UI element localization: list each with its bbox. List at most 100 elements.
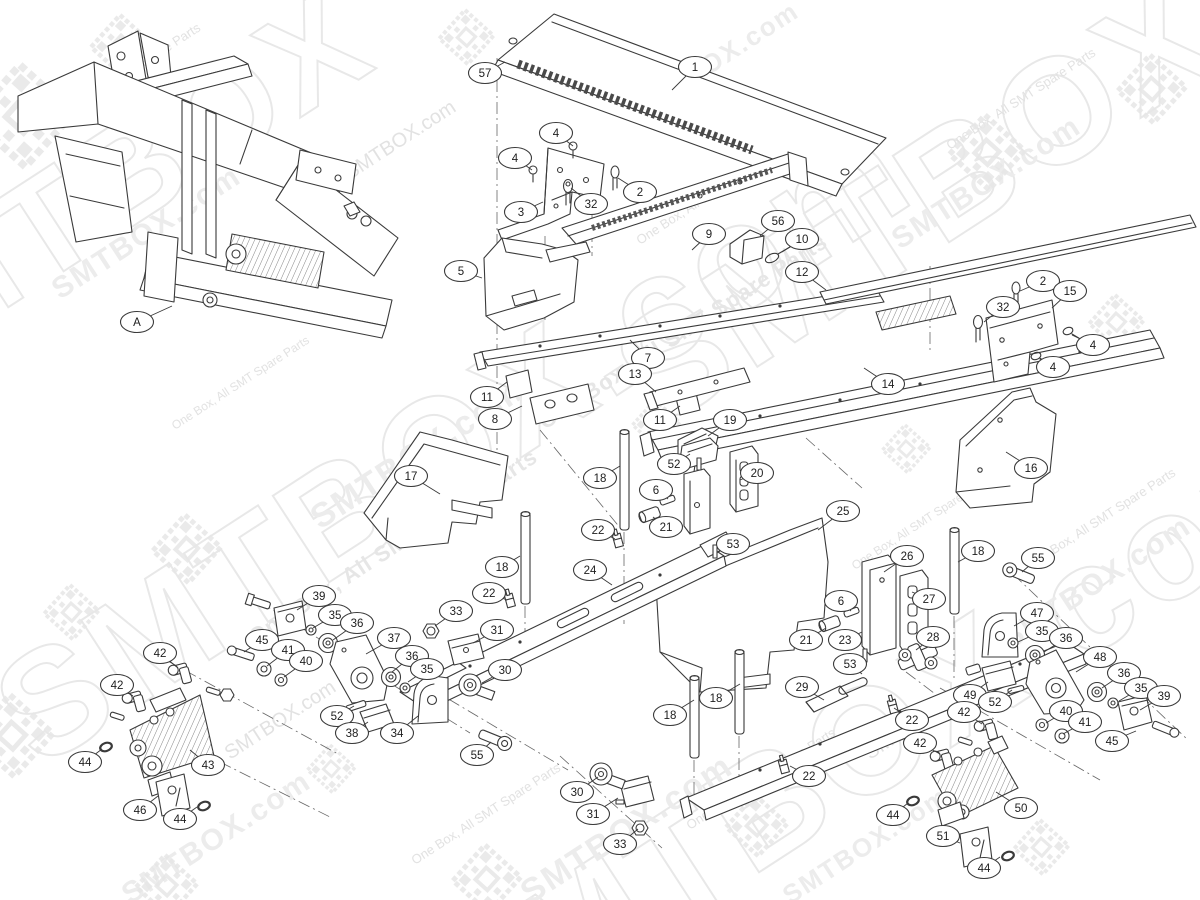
callout-balloon-40: 40: [1045, 699, 1084, 724]
callout-number: 40: [1060, 706, 1073, 718]
callout-number: 17: [405, 471, 418, 483]
part-bar-13: [643, 367, 751, 411]
callout-balloon-4: 4: [1035, 355, 1071, 379]
callout-number: 39: [1158, 691, 1171, 703]
callout-number: 11: [481, 392, 493, 404]
callout-ellipse: [788, 628, 824, 652]
callout-number: 33: [614, 839, 627, 851]
callout-balloon-50: 50: [995, 791, 1039, 820]
callout-balloon-47: 47: [1013, 601, 1055, 627]
callout-number: 21: [660, 522, 673, 534]
callout-ellipse: [162, 807, 198, 831]
callout-number: 42: [111, 680, 124, 692]
callout-balloon-37: 37: [365, 626, 412, 655]
callout-ellipse: [573, 192, 609, 216]
callout-balloon-11: 11: [642, 405, 681, 432]
callout-balloon-44: 44: [67, 748, 103, 774]
callout-number: 35: [1036, 626, 1049, 638]
callout-ellipse: [443, 259, 479, 283]
callout-number: 35: [1135, 683, 1148, 695]
part-fitting-10: [764, 252, 780, 264]
callout-ellipse: [911, 587, 947, 611]
callout-balloon-39: 39: [296, 584, 337, 611]
part-rail-7: [473, 287, 885, 371]
callout-ellipse: [244, 628, 280, 652]
callout-number: 32: [997, 302, 1010, 314]
callout-number: 44: [887, 810, 900, 822]
callout-ellipse: [484, 555, 520, 579]
callout-ellipse: [99, 673, 135, 697]
callout-balloon-46: 46: [122, 795, 159, 822]
callout-ellipse: [622, 180, 658, 204]
callout-ellipse: [698, 686, 734, 710]
callout-balloon-10: 10: [781, 227, 820, 253]
callout-ellipse: [1013, 456, 1049, 480]
callout-ellipse: [393, 464, 429, 488]
callout-balloon-29: 29: [784, 675, 825, 701]
callout-ellipse: [677, 55, 713, 79]
callout-ellipse: [784, 675, 820, 699]
callout-balloon-16: 16: [1005, 451, 1049, 480]
callout-number: 28: [927, 632, 940, 644]
callout-ellipse: [339, 611, 375, 635]
callout-number: 23: [839, 635, 852, 647]
callout-balloon-39: 39: [1139, 684, 1182, 711]
callout-number: 16: [1025, 463, 1038, 475]
callout-number: 45: [1106, 736, 1119, 748]
callout-ellipse: [642, 408, 678, 432]
callout-ellipse: [656, 452, 692, 476]
part-rail-14: [639, 329, 1165, 461]
part-fitting-28: [897, 643, 938, 671]
callout-balloon-36: 36: [332, 611, 375, 641]
callout-number: 33: [450, 606, 463, 618]
callout-number: 1: [692, 62, 698, 74]
callout-number: 8: [492, 414, 498, 426]
callout-number: 18: [972, 546, 985, 558]
callout-number: 18: [710, 693, 723, 705]
callout-number: 18: [664, 710, 677, 722]
callout-number: 44: [978, 863, 991, 875]
callout-ellipse: [580, 518, 616, 542]
callout-balloon-22: 22: [789, 764, 827, 788]
callout-balloon-43: 43: [189, 749, 226, 777]
callout-number: 39: [313, 591, 326, 603]
callout-ellipse: [823, 589, 859, 613]
callout-balloon-36: 36: [1043, 626, 1084, 653]
callout-number: 30: [571, 787, 584, 799]
callout-balloon-25: 25: [817, 499, 861, 531]
callout-ellipse: [638, 478, 674, 502]
callout-balloon-4: 4: [538, 121, 574, 147]
callout-number: 32: [585, 199, 598, 211]
part-cylinder-50: [906, 735, 1019, 868]
callout-number: 15: [1064, 286, 1077, 298]
callout-ellipse: [760, 209, 796, 233]
callout-number: 22: [906, 715, 919, 727]
callout-number: 50: [1015, 803, 1028, 815]
callout-ellipse: [602, 832, 638, 856]
callout-number: 41: [1079, 717, 1092, 729]
callout-ellipse: [190, 753, 226, 777]
callout-number: 30: [499, 665, 512, 677]
callout-number: A: [133, 317, 141, 329]
callout-number: 10: [796, 234, 809, 246]
callout-number: 34: [391, 728, 404, 740]
callout-number: 31: [491, 625, 504, 637]
callout-number: 6: [838, 596, 844, 608]
part-plate-5: [483, 237, 591, 331]
callout-balloon-36: 36: [1101, 661, 1142, 689]
callout-balloon-55: 55: [1020, 546, 1056, 573]
callout-balloon-6: 6: [823, 589, 859, 613]
callout-balloon-52: 52: [977, 689, 1013, 714]
callout-ellipse: [487, 658, 523, 682]
callout-ellipse: [925, 824, 961, 848]
callout-ellipse: [889, 544, 925, 568]
callout-ellipse: [915, 625, 951, 649]
callout-ellipse: [1067, 710, 1103, 734]
callout-balloon-51: 51: [925, 824, 961, 848]
callout-number: 49: [964, 690, 977, 702]
callout-balloon-17: 17: [393, 464, 441, 495]
callout-ellipse: [870, 372, 906, 396]
callout-balloon-24: 24: [572, 558, 613, 586]
callout-ellipse: [459, 743, 495, 767]
watermark-qr-pattern: [305, 743, 357, 795]
